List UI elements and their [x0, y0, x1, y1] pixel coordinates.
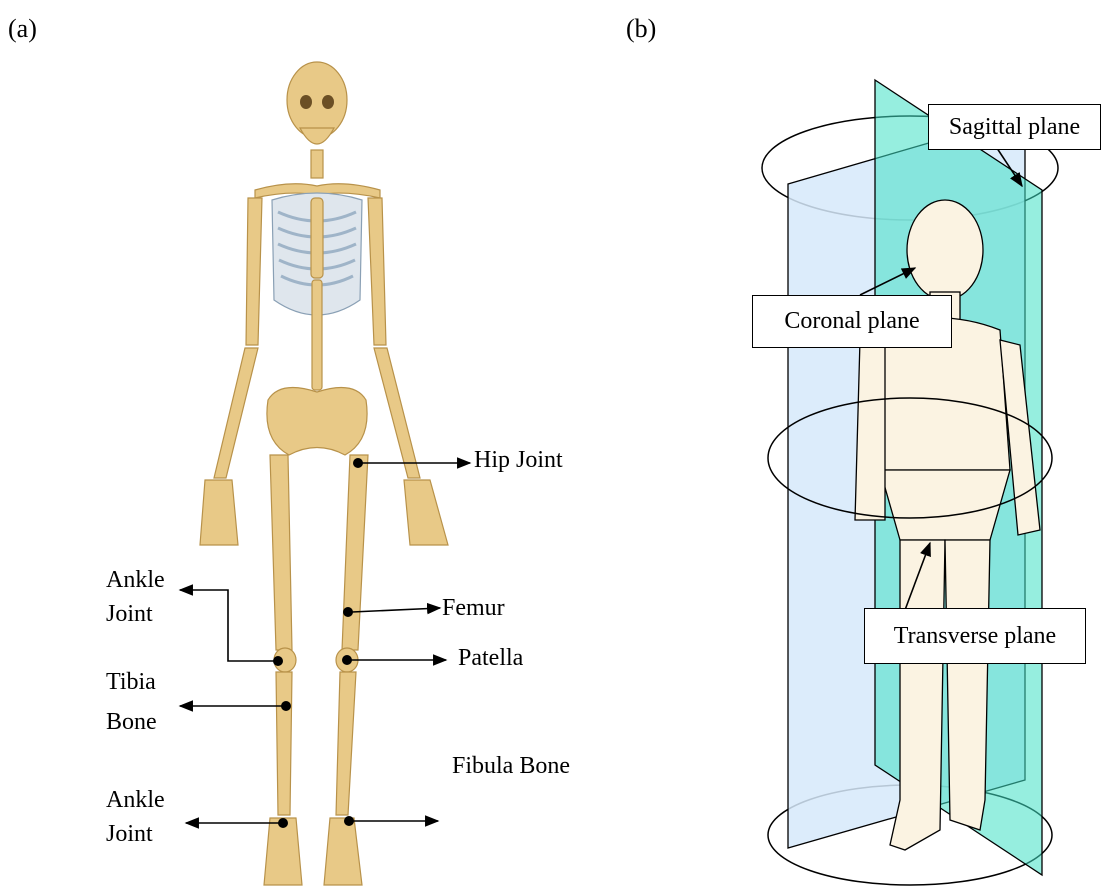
hip-joint-label: Hip Joint [474, 446, 563, 474]
skeleton-illustration [200, 62, 448, 885]
patella-dot [342, 655, 352, 665]
femur-arrow [352, 608, 440, 612]
hip-joint-dot [353, 458, 363, 468]
tibia-dot [281, 701, 291, 711]
tibia-label-line2: Bone [106, 708, 157, 736]
fibula-dot [344, 816, 354, 826]
coronal-plane-label: Coronal plane [752, 295, 952, 348]
ankle-joint-lower-label-line2: Joint [106, 820, 153, 848]
tibia-label-line1: Tibia [106, 668, 156, 696]
ankle-joint-lower-label-line1: Ankle [106, 786, 165, 814]
ankle-joint-upper-arrow [180, 590, 278, 661]
ankle-joint-lower-dot [278, 818, 288, 828]
patella-label: Patella [458, 644, 523, 672]
transverse-plane-label: Transverse plane [864, 608, 1086, 664]
ankle-joint-upper-label-line2: Joint [106, 600, 153, 628]
panel-b-label: (b) [626, 14, 656, 44]
sagittal-plane-label: Sagittal plane [928, 104, 1101, 150]
femur-dot [343, 607, 353, 617]
fibula-label: Fibula Bone [452, 752, 570, 780]
ankle-joint-upper-label-line1: Ankle [106, 566, 165, 594]
femur-label: Femur [442, 594, 505, 622]
body-planes-illustration [762, 80, 1058, 885]
panel-a-label: (a) [8, 14, 37, 44]
